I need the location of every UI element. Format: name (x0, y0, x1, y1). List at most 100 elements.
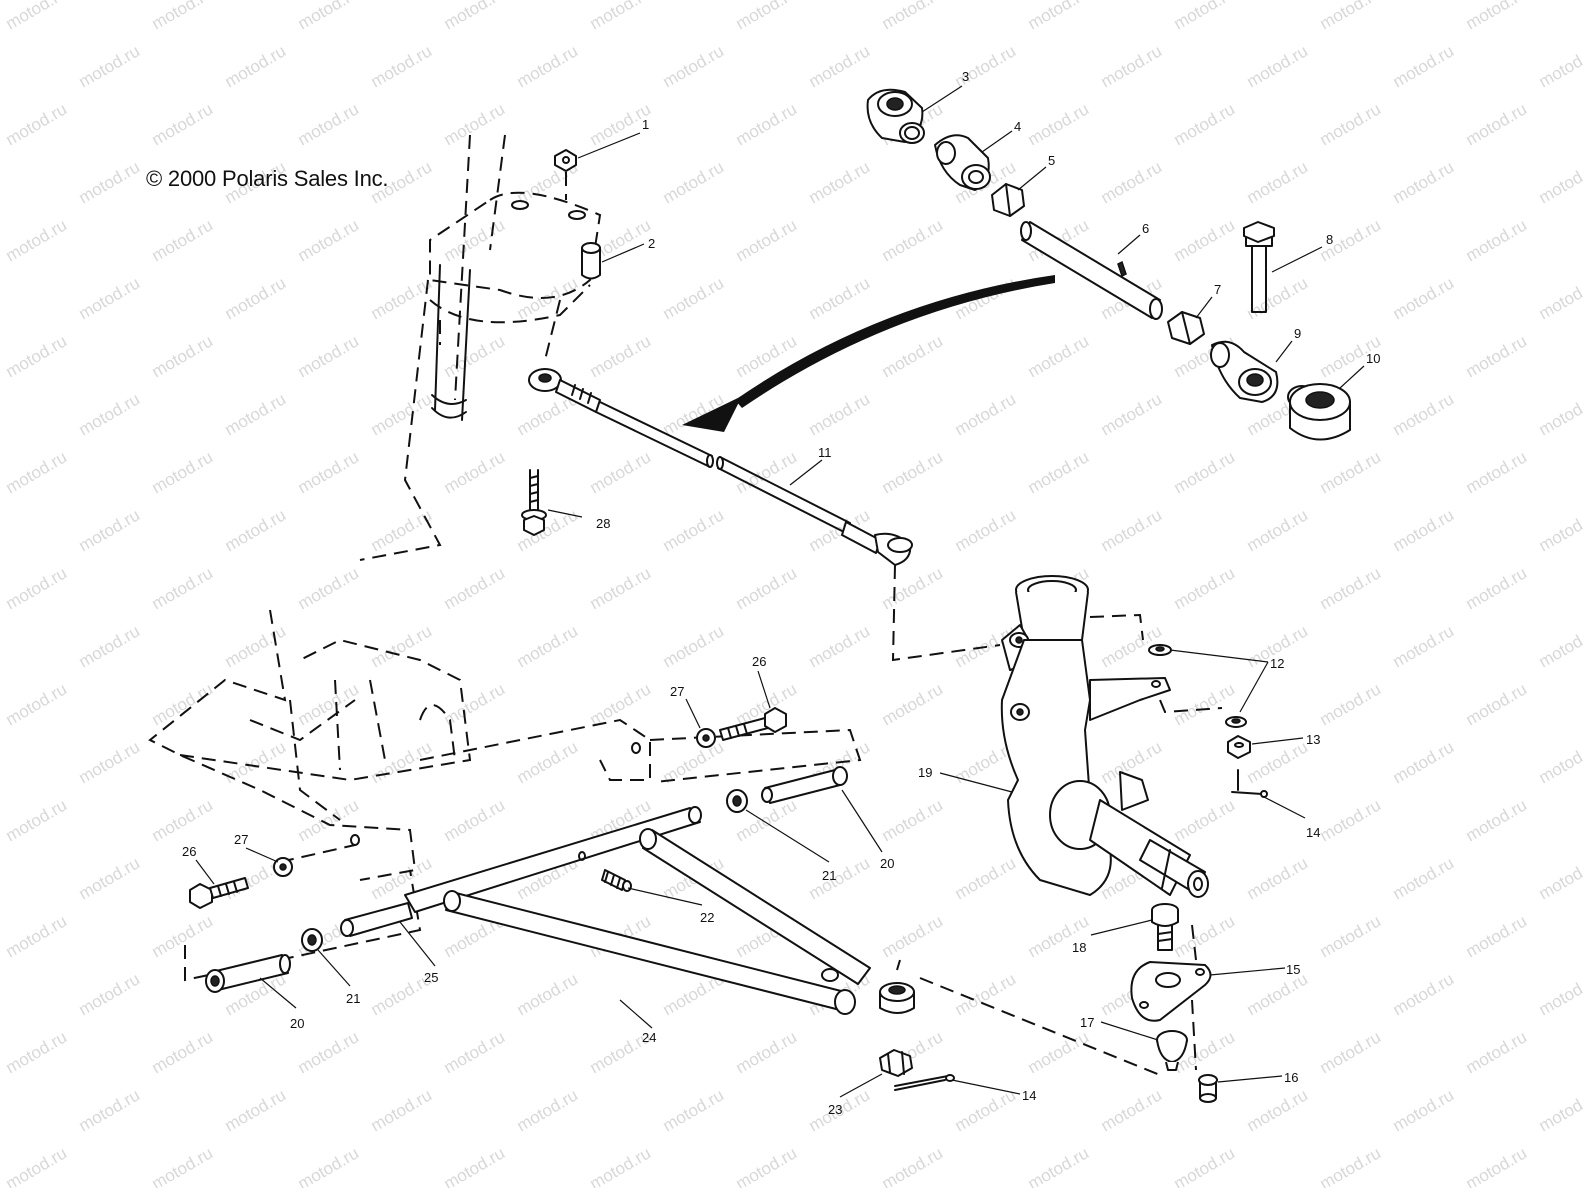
watermark-text: motod.ru (733, 563, 801, 613)
watermark-text: motod.ru (733, 215, 801, 265)
callout-13: 13 (1306, 732, 1320, 747)
watermark-text: motod.ru (1244, 969, 1312, 1019)
callout-6: 6 (1142, 221, 1149, 236)
watermark-text: motod.ru (1098, 157, 1166, 207)
watermark-text: motod.ru (1390, 853, 1458, 903)
watermark-text: motod.ru (1098, 505, 1166, 555)
watermark-text: motod.ru (295, 679, 363, 729)
watermark-text: motod.ru (587, 1143, 655, 1188)
watermark-text: motod.ru (879, 331, 947, 381)
callout-11: 11 (818, 445, 832, 460)
watermark-text: motod.ru (149, 331, 217, 381)
watermark-text: motod.ru (222, 41, 290, 91)
watermark-text: motod.ru (222, 273, 290, 323)
watermark-text: motod.ru (733, 99, 801, 149)
callout-24: 24 (642, 1030, 656, 1045)
callout-25: 25 (424, 970, 438, 985)
watermark-text: motod.ru (1463, 331, 1531, 381)
watermark-text: motod.ru (1463, 0, 1531, 33)
watermark-text: motod.ru (1244, 505, 1312, 555)
watermark-text: motod.ru (806, 41, 874, 91)
watermark-text: motod.ru (1244, 737, 1312, 787)
watermark-text: motod.ru (441, 215, 509, 265)
watermark-text: motod.ru (3, 447, 71, 497)
watermark-text: motod.ru (660, 157, 728, 207)
callout-27-left: 27 (234, 832, 248, 847)
watermark-text: motod.ru (1390, 969, 1458, 1019)
watermark-text: motod.ru (1317, 795, 1385, 845)
watermark-text: motod.ru (1244, 41, 1312, 91)
watermark-text: motod.ru (1536, 1085, 1584, 1135)
watermark-text: motod.ru (3, 1027, 71, 1077)
watermark-text: motod.ru (952, 389, 1020, 439)
callout-1: 1 (642, 117, 649, 132)
watermark-text: motod.ru (1536, 505, 1584, 555)
watermark-text: motod.ru (441, 0, 509, 33)
pitman-arm (430, 193, 600, 345)
watermark-text: motod.ru (76, 1085, 144, 1135)
watermark-text: motod.ru (587, 0, 655, 33)
copyright-notice: © 2000 Polaris Sales Inc. (146, 166, 388, 192)
watermark-text: motod.ru (1390, 1085, 1458, 1135)
watermark-text: motod.ru (1025, 331, 1093, 381)
part-28-bolt (522, 470, 546, 535)
watermark-text: motod.ru (441, 99, 509, 149)
callout-28: 28 (596, 516, 610, 531)
watermark-text: motod.ru (76, 389, 144, 439)
watermark-text: motod.ru (1317, 911, 1385, 961)
callout-20-right: 20 (880, 856, 894, 871)
watermark-text: motod.ru (733, 447, 801, 497)
watermark-text: motod.ru (441, 1143, 509, 1188)
watermark-text: motod.ru (1171, 911, 1239, 961)
callout-12: 12 (1270, 656, 1284, 671)
watermark-text: motod.ru (1536, 621, 1584, 671)
watermark-text: motod.ru (3, 99, 71, 149)
part-14-cotter-pin-bottom (895, 1075, 954, 1090)
watermark-text: motod.ru (1244, 157, 1312, 207)
watermark-text: motod.ru (1244, 1085, 1312, 1135)
watermark-text: motod.ru (1536, 41, 1584, 91)
callout-15: 15 (1286, 962, 1300, 977)
watermark-text: motod.ru (587, 447, 655, 497)
callout-19: 19 (918, 765, 932, 780)
watermark-text: motod.ru (3, 1143, 71, 1188)
watermark-text: motod.ru (1390, 41, 1458, 91)
watermark-text: motod.ru (441, 1027, 509, 1077)
callout-7: 7 (1214, 282, 1221, 297)
watermark-text: motod.ru (952, 853, 1020, 903)
watermark-text: motod.ru (1098, 1085, 1166, 1135)
watermark-text: motod.ru (149, 215, 217, 265)
part-23-castle-nut (880, 1050, 912, 1076)
watermark-text: motod.ru (1171, 215, 1239, 265)
watermark-text: motod.ru (149, 911, 217, 961)
callout-10: 10 (1366, 351, 1380, 366)
watermark-text: motod.ru (368, 389, 436, 439)
watermark-text: motod.ru (952, 1085, 1020, 1135)
watermark-text: motod.ru (514, 969, 582, 1019)
watermark-text: motod.ru (1536, 389, 1584, 439)
watermark-text: motod.ru (514, 621, 582, 671)
watermark-text: motod.ru (368, 621, 436, 671)
watermark-text: motod.ru (1171, 99, 1239, 149)
watermark-text: motod.ru (514, 737, 582, 787)
watermark-text: motod.ru (295, 215, 363, 265)
part-2-sleeve (582, 243, 600, 279)
watermark-text: motod.ru (514, 41, 582, 91)
callout-23: 23 (828, 1102, 842, 1117)
watermark-text: motod.ru (952, 505, 1020, 555)
part-13-nut (1228, 736, 1250, 758)
watermark-text: motod.ru (149, 0, 217, 33)
watermark-text: motod.ru (441, 795, 509, 845)
watermark-text: motod.ru (1536, 157, 1584, 207)
watermark-text: motod.ru (733, 0, 801, 33)
watermark-text: motod.ru (3, 563, 71, 613)
callout-18: 18 (1072, 940, 1086, 955)
watermark-text: motod.ru (660, 621, 728, 671)
watermark-text: motod.ru (368, 1085, 436, 1135)
watermark-text: motod.ru (1317, 1027, 1385, 1077)
watermark-text: motod.ru (3, 0, 71, 33)
watermark-text: motod.ru (806, 853, 874, 903)
watermark-text: motod.ru (295, 1027, 363, 1077)
part-15-plate (1131, 962, 1210, 1021)
